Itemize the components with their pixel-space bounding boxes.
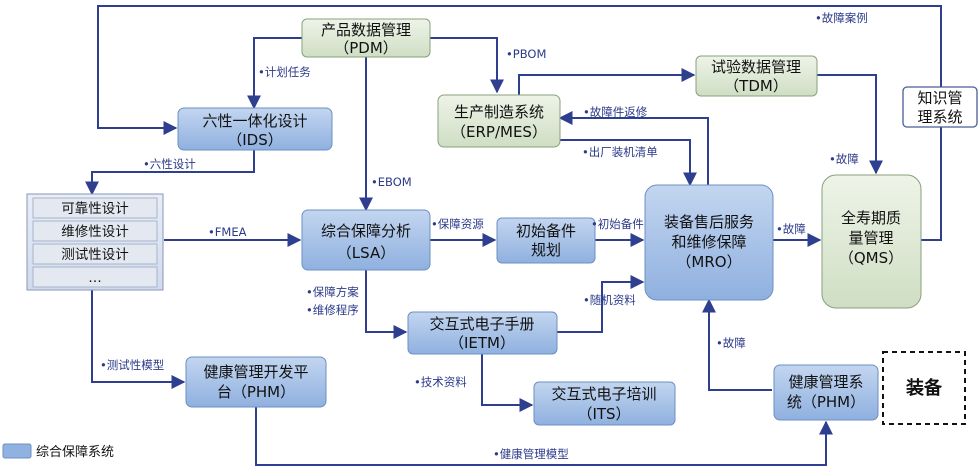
node-tdm-line1: 试验数据管理 xyxy=(711,58,801,76)
node-mro[interactable]: 装备售后服务 和维修保障 （MRO） xyxy=(644,184,774,301)
node-initial-spares[interactable]: 初始备件 规划 xyxy=(496,217,596,264)
node-ids-line2: （IDS） xyxy=(227,131,283,149)
edge-onboard-docs xyxy=(557,275,645,333)
label-health-model: •健康管理模型 xyxy=(493,447,569,461)
edge-six-design xyxy=(85,150,255,196)
node-km-line2: 理系统 xyxy=(917,108,962,126)
edge-labels: •故障案例 •PBOM •计划任务 •故障件返修 •故障 •六性设计 •出厂装机… xyxy=(100,11,868,461)
node-pdm-line2: （PDM） xyxy=(334,39,398,57)
list-item-more: … xyxy=(88,270,102,286)
edge-test-model xyxy=(91,290,186,389)
legend-swatch xyxy=(2,443,32,459)
edge-health-model xyxy=(255,407,833,466)
node-its-line1: 交互式电子培训 xyxy=(551,385,656,403)
node-tdm-line2: （TDM） xyxy=(724,77,788,95)
node-pdm-line1: 产品数据管理 xyxy=(321,21,411,39)
node-phm-system[interactable]: 健康管理系 统（PHM） xyxy=(773,364,879,421)
list-item-maintainability: 维修性设计 xyxy=(61,224,129,240)
node-mro-line1: 装备售后服务 xyxy=(664,213,754,231)
node-equipment[interactable]: 装备 xyxy=(882,351,966,425)
node-phm-dev-line2: 台（PHM） xyxy=(217,383,295,401)
label-initial-spares: •初始备件 xyxy=(591,217,644,231)
node-phm-dev-line1: 健康管理开发平 xyxy=(203,363,308,381)
node-spares-line2: 规划 xyxy=(531,241,561,259)
node-phm-sys-line2: 统（PHM） xyxy=(787,393,865,411)
label-fault-return: •故障件返修 xyxy=(583,105,648,119)
label-fault-tdm: •故障 xyxy=(829,152,859,166)
node-ids-line1: 六性一体化设计 xyxy=(202,112,307,130)
edge-pbom xyxy=(430,37,504,94)
label-factory-list: •出厂装机清单 xyxy=(582,145,658,159)
edge-tech-docs xyxy=(481,354,534,412)
node-erp-line2: （ERP/MES） xyxy=(451,123,547,141)
node-lsa-line2: （LSA） xyxy=(337,244,395,262)
node-lsa-line1: 综合保障分析 xyxy=(321,222,411,240)
node-qms[interactable]: 全寿期质 量管理 （QMS） xyxy=(821,174,922,309)
node-mro-line3: （MRO） xyxy=(676,253,741,271)
node-qms-line3: （QMS） xyxy=(839,249,903,267)
node-its-line2: （ITS） xyxy=(577,405,630,423)
edge-lsa-ietm xyxy=(365,270,408,339)
label-ebom: •EBOM xyxy=(371,175,412,189)
label-fault-mro-qms: •故障 xyxy=(776,222,806,236)
label-fault-phm: •故障 xyxy=(716,336,746,350)
edge-qms-km xyxy=(921,127,942,241)
node-pdm[interactable]: 产品数据管理 （PDM） xyxy=(301,18,431,58)
node-erp-mes[interactable]: 生产制造系统 （ERP/MES） xyxy=(437,94,561,148)
label-maint-procedure: •维修程序 xyxy=(306,303,359,317)
edge-plan-tasks xyxy=(247,37,302,110)
node-qms-line2: 量管理 xyxy=(848,229,893,247)
node-ietm-line1: 交互式电子手册 xyxy=(429,315,534,333)
node-ids[interactable]: 六性一体化设计 （IDS） xyxy=(177,107,333,151)
edge-fault-return xyxy=(558,111,709,185)
node-mro-line2: 和维修保障 xyxy=(671,233,746,251)
label-tech-docs: •技术资料 xyxy=(414,375,467,389)
label-pbom: •PBOM xyxy=(506,47,546,61)
label-fmea: •FMEA xyxy=(208,225,247,239)
label-support-resources: •保障资源 xyxy=(431,217,484,231)
node-erp-line1: 生产制造系统 xyxy=(454,103,544,121)
node-knowledge-mgmt[interactable]: 知识管 理系统 xyxy=(902,86,978,128)
legend: 综合保障系统 xyxy=(2,443,114,460)
node-ietm-line2: （IETM） xyxy=(449,334,515,352)
six-design-list: 可靠性设计 维修性设计 测试性设计 … xyxy=(26,193,164,291)
label-plan-tasks: •计划任务 xyxy=(258,65,311,79)
node-lsa[interactable]: 综合保障分析 （LSA） xyxy=(301,209,431,271)
edge-fault-cases xyxy=(97,5,942,135)
label-test-model: •测试性模型 xyxy=(100,358,164,372)
label-fault-cases: •故障案例 xyxy=(815,11,868,25)
node-ietm[interactable]: 交互式电子手册 （IETM） xyxy=(407,311,558,355)
node-phm-sys-line1: 健康管理系 xyxy=(788,373,863,391)
legend-label: 综合保障系统 xyxy=(36,445,114,460)
edge-fault-tdm xyxy=(817,74,883,175)
connectors xyxy=(85,5,942,466)
label-support-plan: •保障方案 xyxy=(306,285,359,299)
label-onboard-docs: •随机资料 xyxy=(583,293,636,307)
node-spares-line1: 初始备件 xyxy=(516,222,576,240)
node-equipment-label: 装备 xyxy=(906,377,943,399)
node-qms-line1: 全寿期质 xyxy=(841,209,901,227)
node-tdm[interactable]: 试验数据管理 （TDM） xyxy=(695,55,818,97)
edge-fault-phm xyxy=(702,298,772,391)
node-phm-dev-platform[interactable]: 健康管理开发平 台（PHM） xyxy=(185,356,327,408)
label-six-design: •六性设计 xyxy=(143,157,196,171)
list-item-reliability: 可靠性设计 xyxy=(61,201,129,217)
list-item-testability: 测试性设计 xyxy=(61,247,129,263)
node-km-line1: 知识管 xyxy=(917,89,962,107)
edge-factory-list xyxy=(560,139,697,187)
node-its[interactable]: 交互式电子培训 （ITS） xyxy=(533,381,676,426)
edge-erp-tdm xyxy=(518,68,696,95)
